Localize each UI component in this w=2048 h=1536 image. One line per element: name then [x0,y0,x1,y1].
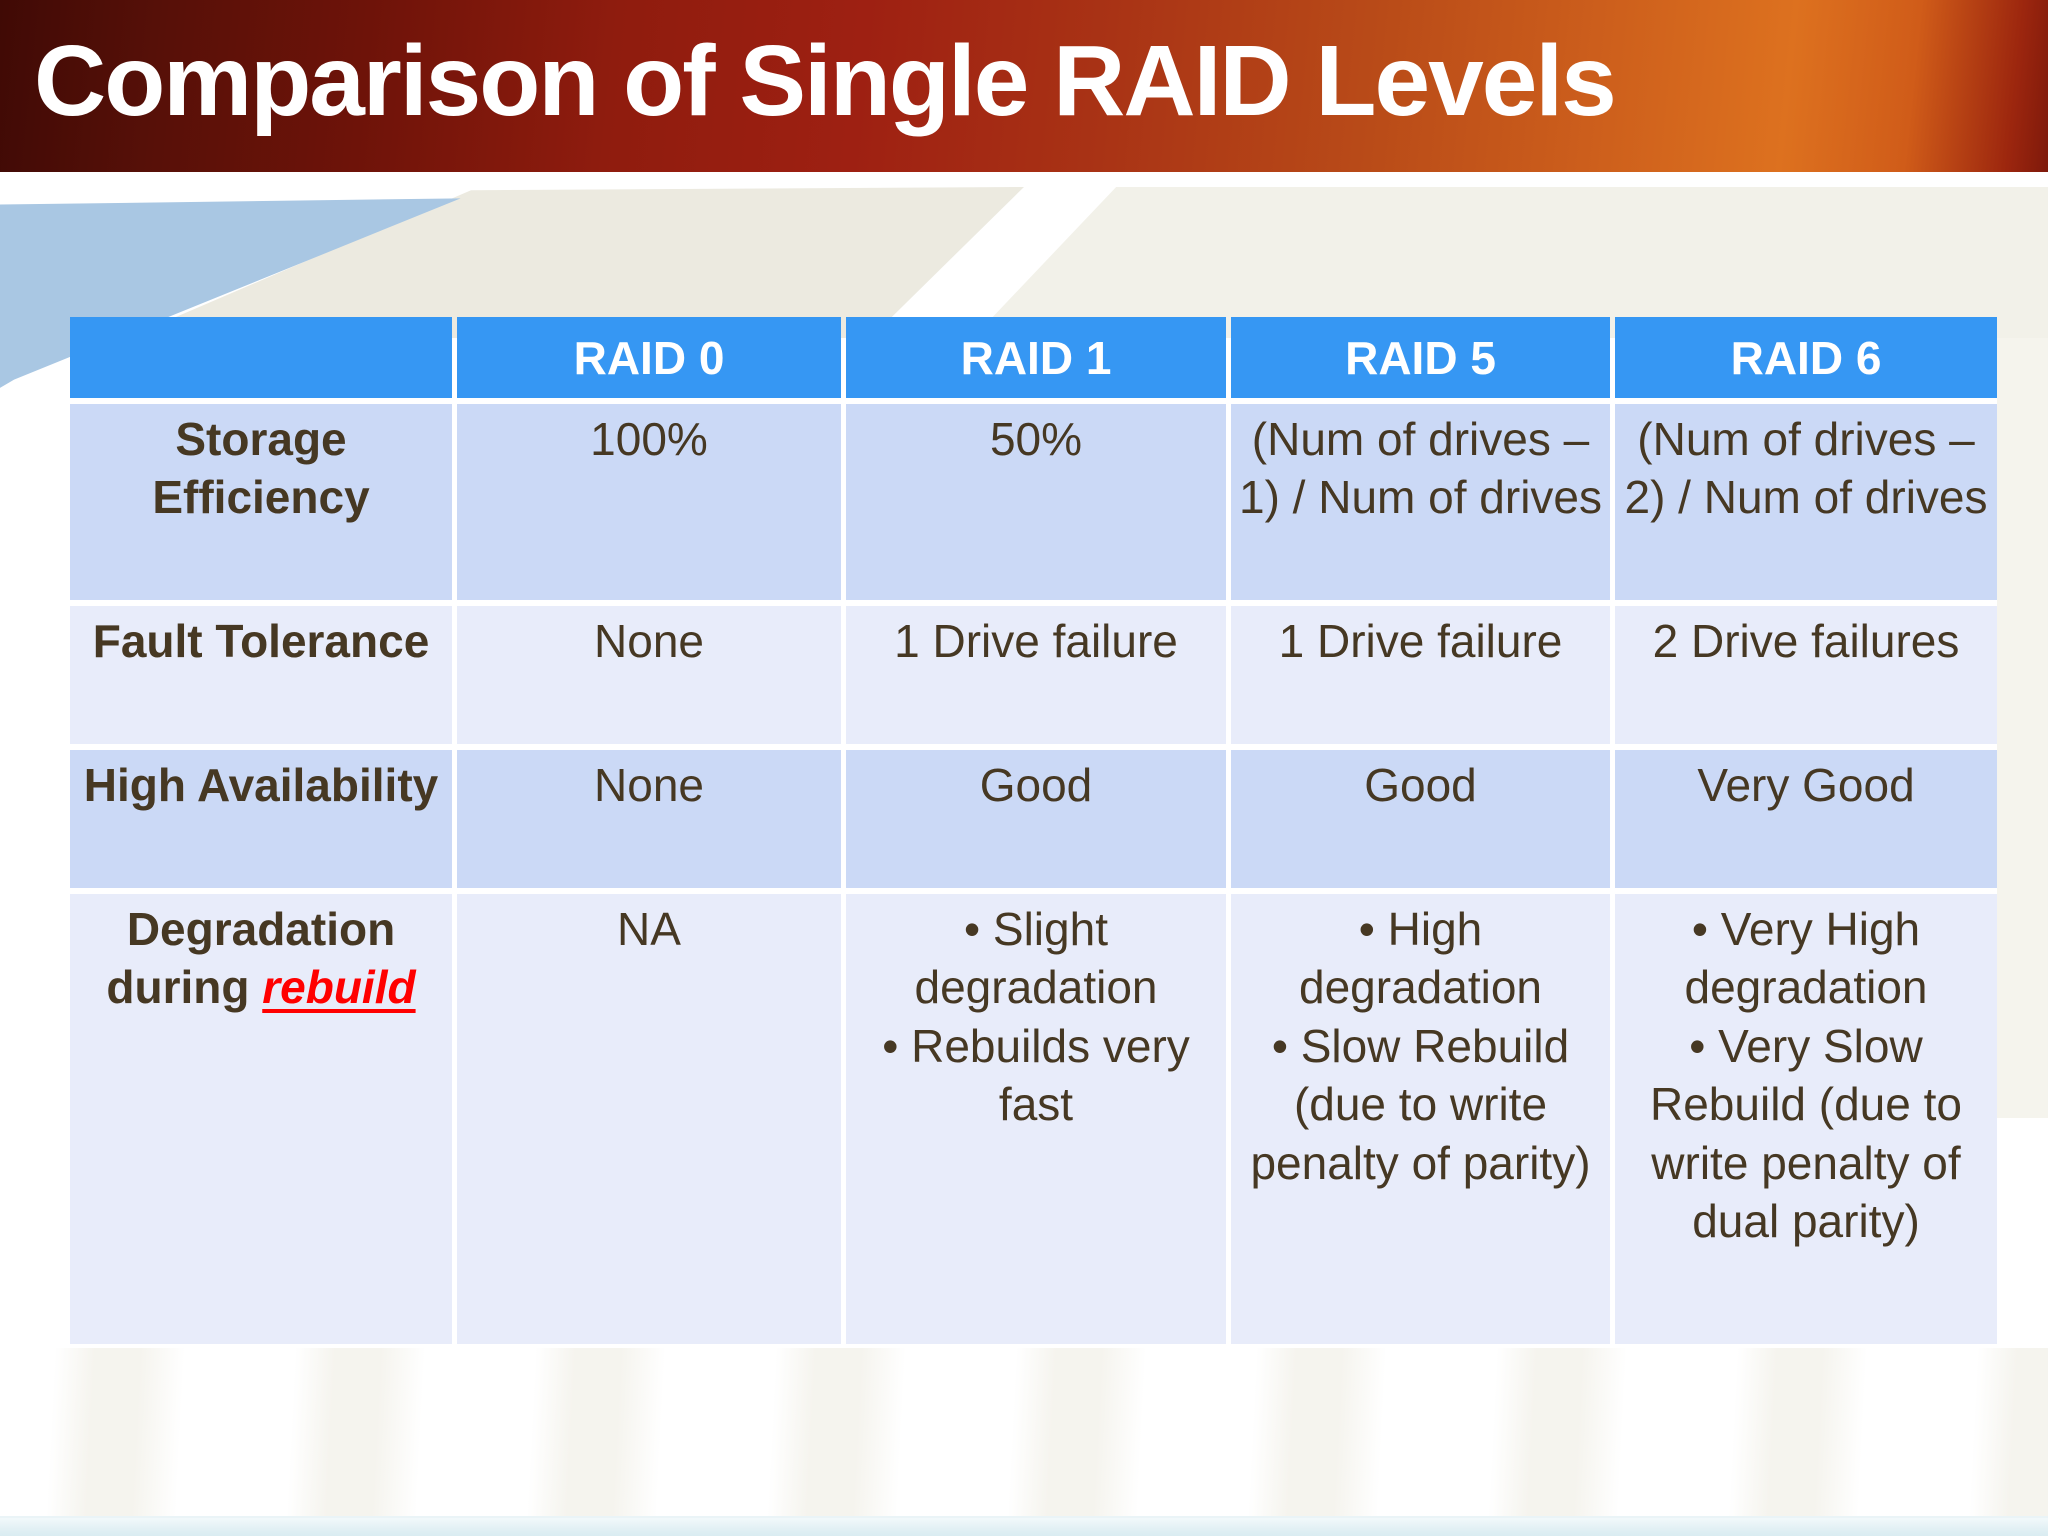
beige-shape [972,186,2048,338]
table-cell: Good [846,750,1226,888]
column-header: RAID 6 [1615,317,1997,398]
rebuild-emphasis: rebuild [262,961,416,1014]
row-label: Fault Tolerance [70,606,452,744]
table-cell: None [457,750,841,888]
bullet-item: • Slight degradation [914,903,1158,1014]
bottom-accent-strip [0,1516,2048,1536]
page-title: Comparison of Single RAID Levels [34,25,1617,137]
table-cell: 1 Drive failure [1231,606,1610,744]
table-cell: NA [457,894,841,1344]
column-header: RAID 0 [457,317,841,398]
row-label: High Availability [70,750,452,888]
table-corner-cell [70,317,452,398]
bullet-item: • Very High degradation [1684,903,1928,1014]
table-cell: Good [1231,750,1610,888]
table-cell: Very Good [1615,750,1997,888]
column-header: RAID 5 [1231,317,1610,398]
title-band: Comparison of Single RAID Levels [0,0,2048,172]
table-cell: 1 Drive failure [846,606,1226,744]
table-cell: • High degradation• Slow Rebuild (due to… [1231,894,1610,1344]
table-cell: • Very High degradation• Very Slow Rebui… [1615,894,1997,1344]
background-shapes [0,172,2048,388]
column-header: RAID 1 [846,317,1226,398]
row-label: Storage Efficiency [70,404,452,600]
table-cell: • Slight degradation• Rebuilds very fast [846,894,1226,1344]
bullet-item: • Rebuilds very fast [882,1019,1190,1131]
bullet-item: • High degradation [1299,903,1542,1014]
beige-shape [1997,338,2048,1118]
table-cell: None [457,606,841,744]
bullet-item: • Slow Rebuild (due to write penalty of … [1250,1019,1591,1189]
bullet-item: • Very Slow Rebuild (due to write penalt… [1650,1019,1962,1248]
row-label: Degradation during rebuild [70,894,452,1344]
table-cell: 2 Drive failures [1615,606,1997,744]
table-cell: (Num of drives – 1) / Num of drives [1231,404,1610,600]
table-cell: 50% [846,404,1226,600]
table-cell: 100% [457,404,841,600]
table-cell: (Num of drives – 2) / Num of drives [1615,404,1997,600]
background-streaks [0,1348,2048,1518]
